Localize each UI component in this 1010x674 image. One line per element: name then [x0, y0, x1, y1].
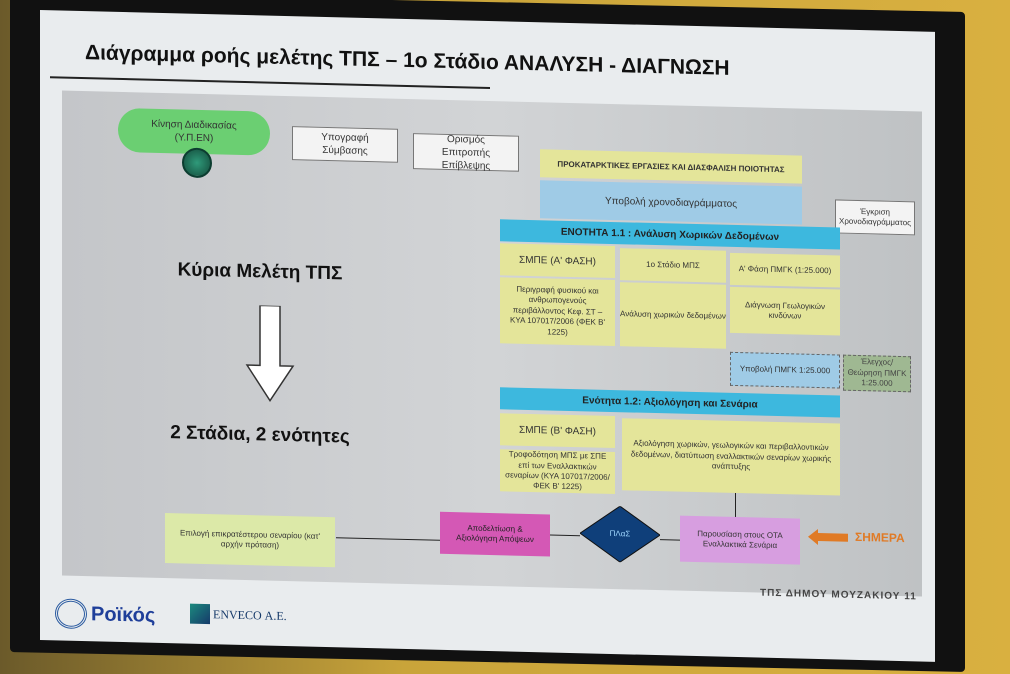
- unit1-stage1: 1ο Στάδιο ΜΠΣ: [620, 248, 726, 283]
- plas-diamond: ΠΛαΣ: [580, 505, 660, 563]
- unit2-feed: Τροφοδότηση ΜΠΣ με ΣΠΕ επί των Εναλλακτι…: [500, 449, 615, 495]
- main-study-label: Κύρια Μελέτη ΤΠΣ: [177, 259, 343, 285]
- pmgk-check-box: Έλεγχος/Θεώρηση ΠΜΓΚ 1:25.000: [843, 354, 911, 393]
- slide-title: Διάγραμμα ροής μελέτης ΤΠΣ – 1ο Στάδιο Α…: [85, 41, 730, 80]
- committee-box: Ορισμός Επιτροπής Επίβλεψης: [413, 133, 519, 172]
- unit1-spatial-analysis: Ανάλυση χωρικών δεδομένων: [620, 282, 726, 349]
- enveco-logo: ENVECO Α.Ε.: [190, 603, 287, 626]
- choose-box: Επιλογή επικρατέστερου σεναρίου (κατ' αρ…: [165, 513, 335, 568]
- enveco-logo-text: ENVECO Α.Ε.: [213, 606, 287, 623]
- stages-label: 2 Στάδια, 2 ενότητες: [170, 422, 350, 448]
- roikos-logo-icon: [55, 598, 87, 630]
- ministry-logo-icon: [182, 147, 212, 179]
- contract-box: Υπογραφή Σύμβασης: [292, 126, 398, 163]
- down-arrow-icon: [245, 305, 295, 402]
- unit1-pmgk-a: Α' Φάση ΠΜΓΚ (1:25.000): [730, 252, 840, 288]
- schedule-box: Υποβολή χρονοδιαγράμματος: [540, 180, 802, 225]
- unit1-smpe-a: ΣΜΠΕ (Α' ΦΑΣΗ): [500, 243, 615, 279]
- unit2-smpe-b: ΣΜΠΕ (Β' ΦΑΣΗ): [500, 413, 615, 449]
- unit1-description: Περιγραφή φυσικού και ανθρωπογενούς περι…: [500, 277, 615, 347]
- unit1-geo-risks: Διάγνωση Γεωλογικών κινδύνων: [730, 286, 840, 336]
- accept-box: Αποδελτίωση & Αξιολόγηση Απόψεων: [440, 511, 550, 557]
- approval-box: Έγκριση Χρονοδιαγράμματος: [835, 199, 915, 236]
- presentation-slide: Διάγραμμα ροής μελέτης ΤΠΣ – 1ο Στάδιο Α…: [40, 10, 935, 662]
- roikos-logo-text: Ροϊκός: [91, 602, 156, 627]
- today-label: ΣΗΜΕΡΑ: [855, 529, 905, 546]
- pmgk-submit-box: Υποβολή ΠΜΓΚ 1:25.000: [730, 351, 840, 389]
- presentation-box: Παρουσίαση στους ΟΤΑ Εναλλακτικά Σενάρια: [680, 515, 800, 565]
- unit2-evaluation: Αξιολόγηση χωρικών, γεωλογικών και περιβ…: [622, 418, 840, 496]
- roikos-logo: Ροϊκός: [55, 598, 155, 630]
- today-arrow-icon: [808, 529, 848, 546]
- title-underline: [50, 76, 490, 89]
- enveco-logo-icon: [190, 603, 210, 625]
- connector-down: [735, 492, 736, 518]
- plas-label: ΠΛαΣ: [609, 528, 631, 539]
